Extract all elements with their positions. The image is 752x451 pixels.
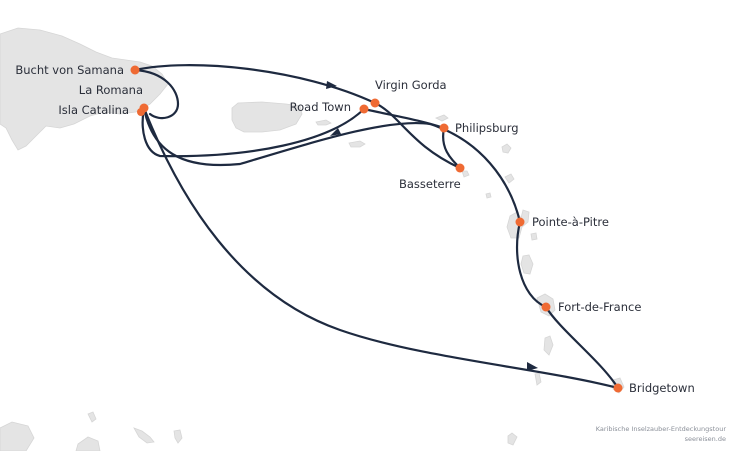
route-arrow-east [326,81,337,89]
route-fort-de-france-to-bridgetown [544,305,620,390]
route-bridgetown-to-catalina [142,106,620,390]
ports-layer [130,65,623,393]
footer-site: seereisen.de [685,435,726,443]
port-label-fort-de-france: Fort-de-France [558,300,641,314]
st-vincent-landmass [534,372,542,386]
port-label-romana: La Romana [79,83,143,97]
labels-layer: Bucht von Samana La Romana Isla Catalina… [15,63,694,395]
islet-vieques [315,119,332,126]
islet-antigua [501,143,512,154]
port-marker-romana[interactable] [137,108,145,116]
islet-barbuda [504,173,515,184]
islet-marie-galante [530,232,538,241]
route-pointe-a-pitre-to-fort-de-france [515,220,548,309]
footer: Karibische Inselzauber-Entdeckungstour s… [596,425,727,443]
islet-bottom-2 [87,411,97,423]
route-road-town-to-catalina [141,106,366,158]
route-arrow-west [330,128,341,136]
islet-bottom-3 [133,427,155,444]
route-virgin-gorda-to-basseterre [373,101,462,170]
port-marker-road-town[interactable] [359,104,369,114]
route-samana-to-virgin-gorda [133,64,377,105]
port-label-samana: Bucht von Samana [15,63,124,77]
port-label-philipsburg: Philipsburg [455,121,519,135]
dominica-landmass [520,254,534,275]
port-label-basseterre: Basseterre [399,177,461,191]
islet-bottom-4 [173,429,183,444]
port-marker-bridgetown[interactable] [613,383,623,393]
st-lucia-landmass [543,335,554,356]
islet-bottom-1 [75,436,101,451]
port-label-pointe-a-pitre: Pointe-à-Pitre [532,215,609,229]
coast-bottom-left [0,421,35,451]
port-marker-basseterre[interactable] [455,163,465,173]
puerto-rico-landmass [231,101,303,133]
route-catalina-to-pointe-a-pitre [142,106,522,224]
islet-anguilla [435,114,449,122]
islet-grenadines [507,432,518,446]
footer-tour-name: Karibische Inselzauber-Entdeckungstour [596,425,727,433]
port-marker-philipsburg[interactable] [439,123,449,133]
route-arrow-bridgetown [527,362,538,371]
route-samana-romana-loop [133,68,180,120]
port-label-road-town: Road Town [290,100,351,114]
islet-montserrat [485,192,492,199]
islet-saba [461,170,470,178]
port-label-bridgetown: Bridgetown [629,381,695,395]
port-marker-pointe-a-pitre[interactable] [515,217,525,227]
port-marker-fort-de-france[interactable] [541,302,551,312]
port-label-virgin-gorda: Virgin Gorda [375,78,447,92]
route-layer [133,64,620,390]
port-marker-virgin-gorda[interactable] [370,98,380,108]
port-label-catalina: Isla Catalina [58,103,129,117]
port-marker-samana[interactable] [130,65,140,75]
islet-culebra [348,140,366,148]
